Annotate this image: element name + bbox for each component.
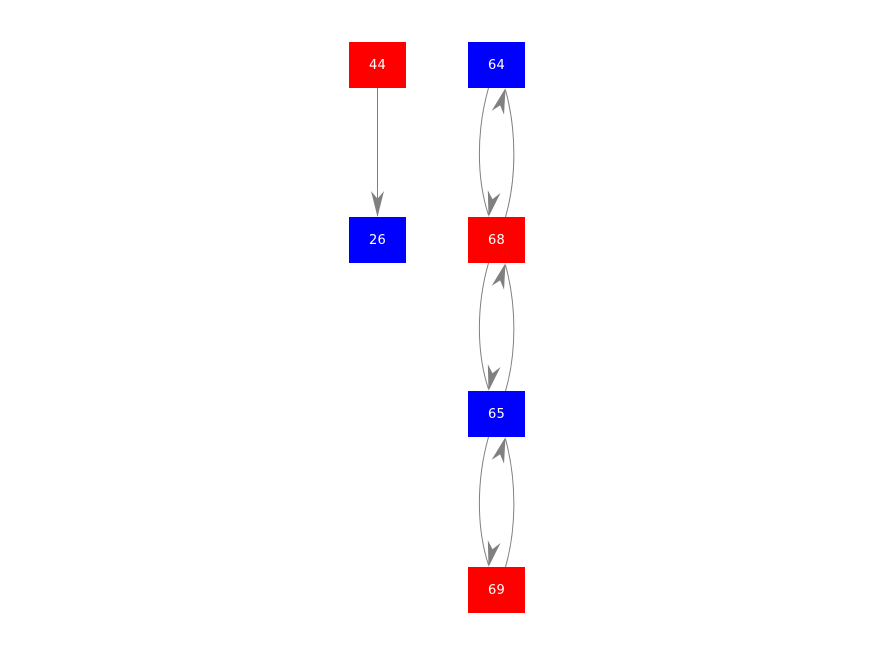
graph-edge-68-to-65[interactable] xyxy=(478,262,501,391)
graph-node-68[interactable]: 68 xyxy=(468,217,525,263)
graph-node-label: 65 xyxy=(488,406,505,422)
graph-node-label: 68 xyxy=(488,232,505,248)
graph-node-69[interactable]: 69 xyxy=(468,567,525,613)
graph-node-44[interactable]: 44 xyxy=(349,42,406,88)
edge-path xyxy=(505,89,515,218)
arrowhead-down-icon xyxy=(487,364,501,391)
graph-edge-68-to-64[interactable] xyxy=(491,88,515,218)
arrowhead-up-icon xyxy=(491,437,506,464)
arrowhead-up-icon xyxy=(491,263,506,290)
graph-node-26[interactable]: 26 xyxy=(349,217,406,263)
graph-node-label: 64 xyxy=(488,57,505,73)
graph-edge-65-to-69[interactable] xyxy=(478,436,501,567)
graph-node-label: 44 xyxy=(369,57,386,73)
edge-path xyxy=(505,264,515,392)
graph-edge-44-to-26[interactable] xyxy=(371,88,384,217)
graph-node-64[interactable]: 64 xyxy=(468,42,525,88)
graph-edge-64-to-68[interactable] xyxy=(478,87,501,217)
edge-path xyxy=(505,438,515,568)
arrowhead-up-icon xyxy=(491,88,506,115)
edge-path xyxy=(478,436,489,566)
graph-node-label: 69 xyxy=(488,582,505,598)
graph-node-65[interactable]: 65 xyxy=(468,391,525,437)
edge-path xyxy=(478,262,489,390)
graph-node-label: 26 xyxy=(369,232,386,248)
graph-edge-69-to-65[interactable] xyxy=(491,437,515,568)
graph-edge-65-to-68[interactable] xyxy=(491,263,515,392)
edge-path xyxy=(478,87,489,216)
arrowhead-down-icon xyxy=(371,191,384,217)
arrowhead-down-icon xyxy=(487,190,501,217)
arrowhead-down-icon xyxy=(487,540,501,567)
